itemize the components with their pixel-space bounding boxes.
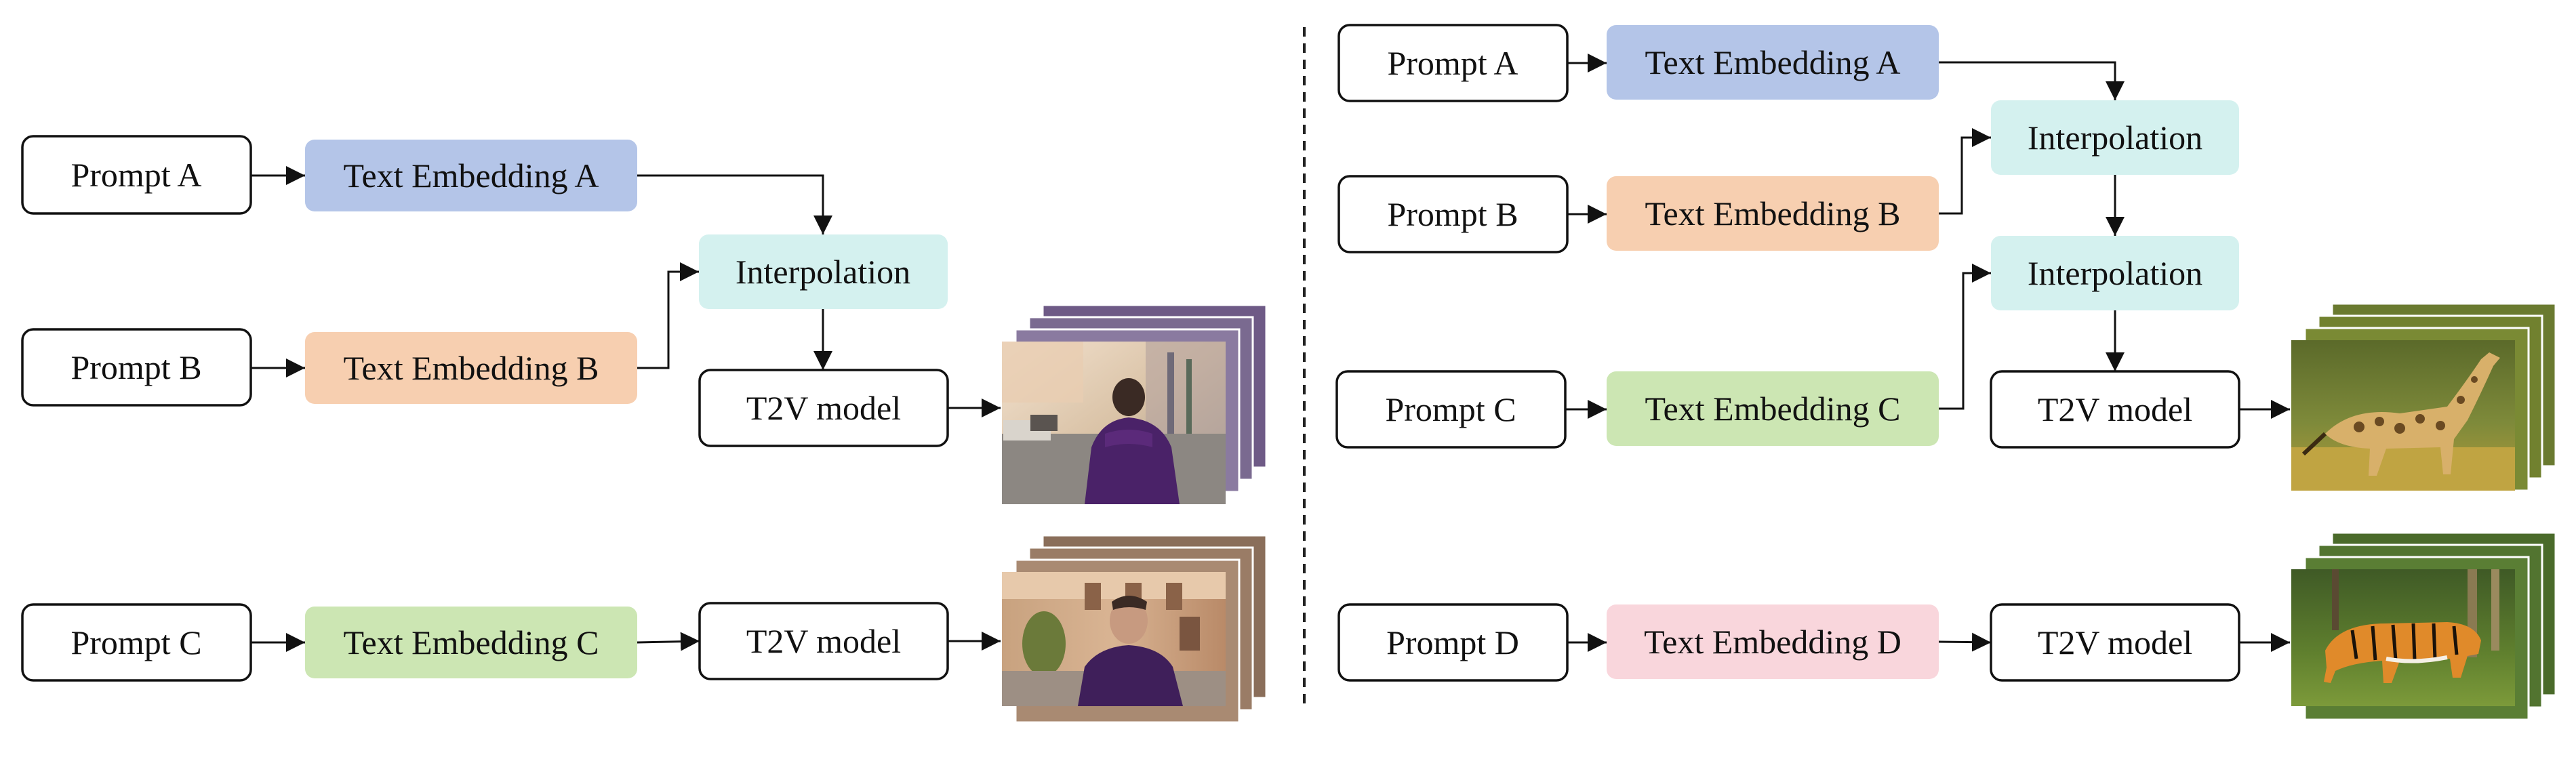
right-text-embedding-a-box: Text Embedding A (1607, 25, 1939, 100)
right-interpolation-1-label: Interpolation (2028, 119, 2202, 157)
left-video-top-frame-image (1002, 342, 1226, 504)
left-prompt-a-label: Prompt A (71, 156, 201, 194)
left-text-embedding-a-box: Text Embedding A (305, 140, 637, 211)
left-prompt-b-label: Prompt B (71, 348, 201, 386)
left-text-embedding-b-label: Text Embedding B (343, 349, 599, 387)
right-arrow-embed-a-to-interp-1 (1939, 61, 2125, 100)
left-t2v-model-top-label: T2V model (746, 389, 901, 427)
left-text-embedding-c-label: Text Embedding C (343, 623, 599, 661)
right-text-embedding-c-box: Text Embedding C (1607, 371, 1939, 446)
left-interpolation-label: Interpolation (736, 253, 910, 291)
right-prompt-b-label: Prompt B (1387, 195, 1518, 233)
right-prompt-a-box: Prompt A (1337, 24, 1569, 102)
right-prompt-d-box: Prompt D (1337, 603, 1569, 682)
right-arrow-embed-c-to-interp-2 (1939, 264, 1991, 410)
right-t2v-model-top-box: T2V model (1990, 370, 2240, 449)
left-t2v-model-top-box: T2V model (698, 369, 949, 447)
left-t2v-model-bottom-label: T2V model (746, 622, 901, 660)
right-video-bottom-frame-image (2291, 569, 2515, 706)
right-text-embedding-d-box: Text Embedding D (1607, 604, 1939, 679)
left-text-embedding-b-box: Text Embedding B (305, 332, 637, 404)
right-panel: Prompt A Text Embedding A Interpolation … (1335, 24, 2557, 721)
left-t2v-model-bottom-box: T2V model (698, 602, 949, 680)
left-arrow-embed-c-to-model (637, 632, 700, 651)
right-interpolation-2-label: Interpolation (2028, 254, 2202, 292)
left-prompt-c-label: Prompt C (71, 623, 201, 661)
right-t2v-model-top-label: T2V model (2038, 390, 2192, 428)
left-prompt-b-box: Prompt B (21, 328, 252, 407)
right-arrow-embed-b-to-interp-1 (1939, 128, 1991, 215)
left-arrow-embed-a-to-interp (637, 174, 832, 234)
right-prompt-c-label: Prompt C (1385, 390, 1516, 428)
left-panel: Prompt A Text Embedding A Interpolation … (21, 135, 1268, 724)
right-text-embedding-b-box: Text Embedding B (1607, 176, 1939, 251)
right-video-top-frame-image (2291, 340, 2515, 491)
right-interpolation-2-box: Interpolation (1991, 236, 2239, 310)
right-text-embedding-c-label: Text Embedding C (1645, 390, 1900, 428)
right-text-embedding-a-label: Text Embedding A (1645, 43, 1900, 81)
left-arrows (251, 166, 1001, 652)
left-text-embedding-c-box: Text Embedding C (305, 607, 637, 678)
right-video-output-bottom (2291, 531, 2557, 721)
right-text-embedding-b-label: Text Embedding B (1645, 194, 1900, 232)
left-text-embedding-a-label: Text Embedding A (343, 157, 599, 194)
left-video-bottom-frame-image (1002, 572, 1226, 706)
left-prompt-c-box: Prompt C (21, 603, 252, 682)
right-video-output-top (2291, 302, 2557, 492)
left-video-output-top (1002, 304, 1268, 504)
right-prompt-b-box: Prompt B (1337, 175, 1569, 253)
right-t2v-model-bottom-box: T2V model (1990, 603, 2240, 682)
right-prompt-c-box: Prompt C (1335, 370, 1567, 449)
right-t2v-model-bottom-label: T2V model (2038, 623, 2192, 661)
right-prompt-a-label: Prompt A (1387, 44, 1518, 82)
right-arrows (1565, 54, 2290, 652)
right-prompt-d-label: Prompt D (1386, 623, 1519, 661)
left-prompt-a-box: Prompt A (21, 135, 252, 215)
right-interpolation-1-box: Interpolation (1991, 100, 2239, 175)
right-text-embedding-d-label: Text Embedding D (1644, 623, 1901, 661)
left-interpolation-box: Interpolation (699, 234, 948, 309)
left-video-output-bottom (1002, 534, 1268, 724)
left-arrow-embed-b-to-interp (637, 262, 699, 369)
